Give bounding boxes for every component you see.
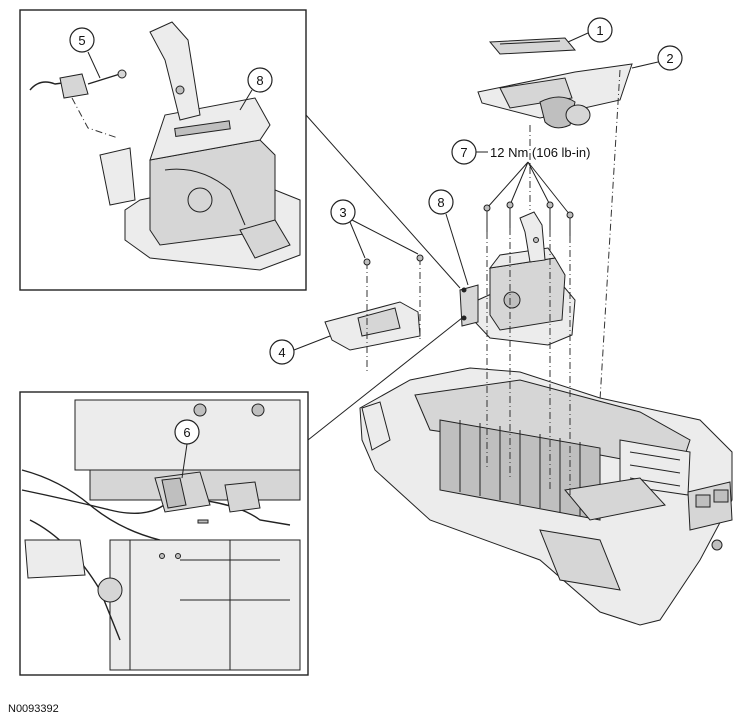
inset-shift-lever [149,21,201,121]
console-storage-lid [564,477,666,521]
screw-3b [416,254,424,262]
pointer-line-bottom-inset [307,317,463,441]
inset-shifter-cable: 5 8 [19,9,307,291]
part-8-marker-bottom [461,315,467,321]
floor-console-body [359,367,733,626]
bolts-7 [486,205,571,236]
svg-text:2: 2 [666,51,673,66]
console-interior-ribs [459,420,581,516]
inset-indicator-window [174,120,231,138]
pointer-line-top-inset [305,114,461,289]
inset-pin-a [159,553,165,559]
inset-cable-end-fitting [59,73,89,99]
inset-floor-ribs [129,540,290,670]
install-lines-bolts [486,228,571,495]
svg-text:1: 1 [596,23,603,38]
part-8-lever [519,211,546,263]
leader-6 [181,443,188,479]
console-lower-panel [539,529,621,591]
inset-shift-cable [29,81,71,91]
inset-cable-rod [87,73,121,85]
inset-pin-b [175,553,181,559]
inset-fastener-a [193,403,207,417]
inset-frame-top [19,9,307,291]
callout-6: 6 [174,419,200,445]
inset-mount-bracket [239,219,291,259]
part-8-marker-top [461,287,467,293]
callout-7: 7 [451,139,477,165]
svg-text:5: 5 [78,33,85,48]
inset-mechanism-link [164,168,246,226]
inset-cable-install-path [71,97,119,139]
part-8-pivot [503,291,521,309]
callout-5: 5 [69,27,95,53]
leader-8-main [445,213,469,286]
svg-text:3: 3 [339,205,346,220]
callout-2: 2 [657,45,683,71]
leader-2 [631,61,659,69]
part-8-housing [489,257,566,331]
console-front-cap [361,401,391,451]
svg-text:4: 4 [278,345,285,360]
part-3-4-trim-panel: 3 4 [269,199,424,372]
console-rear-vent-right [713,489,729,503]
install-line-part-2 [599,69,621,401]
figure-id: N0093392 [8,703,59,715]
leader-5 [87,51,101,79]
part-8-shifter-assembly: 8 [428,189,576,346]
callout-1: 1 [587,17,613,43]
inset-round-grommet [97,577,123,603]
console-rear-knob [711,539,723,551]
inset-cable-bushing [117,69,127,79]
torque-spec-label: 12 Nm (106 lb-in) [490,145,590,160]
bolt-7c-head [546,201,554,209]
leader-3 [349,219,419,259]
part-2-cup-holder [539,96,576,129]
callout-3: 3 [330,199,356,225]
inset-lever-button [175,85,185,95]
inset-slot [197,519,209,524]
callout-8-main: 8 [428,189,454,215]
part-2-console-top-panel: 2 [477,45,683,129]
inset-fastener-b [251,403,265,417]
inset-cable-bracket [99,147,136,206]
callout-4: 4 [269,339,295,365]
part-1-edge [499,40,561,45]
svg-text:6: 6 [183,425,190,440]
part-1-shape [488,37,577,55]
bolt-7a-head [483,204,491,212]
leader-4 [293,335,331,351]
bolt-7d-head [566,211,574,219]
svg-text:8: 8 [256,73,263,88]
svg-text:7: 7 [460,145,467,160]
inset-frame-bottom [19,391,309,676]
part-2-cup-holder-2 [565,104,591,126]
inset-left-bracket [24,539,86,579]
inset-console-floor [109,539,301,671]
part-1-bezel-insert: 1 [488,17,613,55]
leader-1 [567,32,589,43]
screw-3a [363,258,371,266]
leader-7-fans [486,161,571,216]
bolt-7b-head [506,201,514,209]
part-4-recess [357,307,401,337]
part-8-lever-button [533,237,539,243]
inset-wire-2 [21,489,171,515]
inset-electrical-connector: 6 [19,391,309,676]
leader-8-inset [239,89,253,111]
console-rear-vent-left [695,494,711,508]
callout-8-inset: 8 [247,67,273,93]
inset-mechanism-pivot [187,187,213,213]
inset-mating-connector [224,481,261,513]
callout-7-torque: 7 12 Nm (106 lb-in) [451,139,590,236]
inset-connector-latch [161,477,187,509]
svg-text:8: 8 [437,195,444,210]
